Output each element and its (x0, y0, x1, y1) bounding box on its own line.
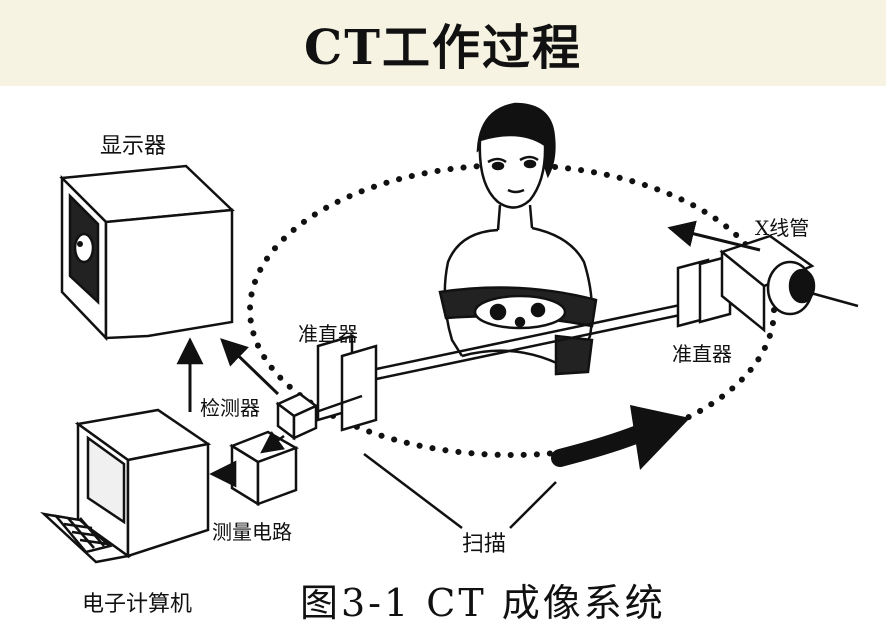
measuring-circuit-box (229, 430, 299, 507)
label-display: 显示器 (100, 134, 167, 159)
label-detector: 检测器 (200, 396, 260, 420)
detector-cube (275, 392, 319, 441)
scan-pointer-left (363, 453, 463, 529)
arrow-detector-to-circuit (260, 430, 285, 454)
arrow-detector-to-display (220, 338, 280, 396)
label-collimator-right: 准直器 (672, 342, 732, 366)
label-computer: 电子计算机 (82, 592, 193, 617)
xray-direction-arrow (667, 220, 761, 252)
label-collimator-left: 准直器 (298, 322, 358, 346)
collimator-right (676, 254, 732, 328)
ct-diagram (40, 102, 859, 564)
display-monitor (59, 164, 235, 342)
label-xray-tube: X线管 (755, 216, 810, 240)
computer (40, 408, 212, 564)
xray-tube-axis (799, 288, 859, 308)
figure-caption: 图3-1 CT 成像系统 (300, 581, 666, 625)
label-scan: 扫描 (462, 532, 507, 557)
label-measuring-circuit: 测量电路 (212, 520, 292, 544)
xray-tube (719, 234, 816, 333)
rotation-arrow (551, 405, 690, 470)
scan-pointer-right (509, 481, 557, 529)
title-band (0, 0, 886, 86)
scan-orbit (247, 162, 777, 458)
collimator-left (316, 334, 378, 432)
patient-figure (438, 102, 598, 376)
page-title: CT工作过程 (304, 20, 582, 76)
